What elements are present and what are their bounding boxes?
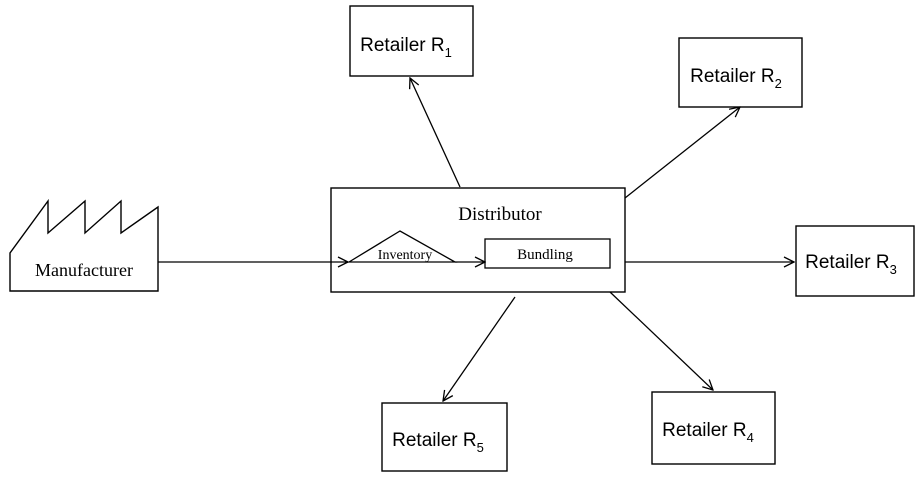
manufacturer-label: Manufacturer [35, 260, 133, 280]
distributor-title: Distributor [458, 204, 542, 225]
bundling-label: Bundling [517, 247, 573, 263]
arrow-to-retailer-r2 [624, 107, 740, 199]
arrow-to-retailer-r1 [410, 78, 461, 188]
retailer-r5: Retailer R5 [381, 402, 508, 472]
retailer-box [349, 5, 474, 77]
retailer-label: Retailer R4 [662, 420, 754, 445]
arrow-to-retailer-r5 [443, 296, 516, 401]
retailer-label: Retailer R2 [690, 66, 782, 91]
retailer-label: Retailer R3 [805, 252, 897, 277]
distributor-box [330, 187, 626, 293]
inventory-label: Inventory [378, 248, 432, 263]
retailer-label: Retailer R1 [360, 35, 452, 60]
factory-icon [9, 198, 159, 292]
retailer-r4: Retailer R4 [651, 391, 776, 465]
arrow-to-retailer-r4 [609, 291, 713, 390]
retailer-box [381, 402, 508, 472]
distributor-node: Distributor Inventory Bundling [330, 187, 626, 293]
flow-arrows [158, 78, 794, 401]
retailer-label: Retailer R5 [392, 430, 484, 455]
retailer-r3: Retailer R3 [795, 225, 915, 297]
retailer-r2: Retailer R2 [678, 37, 803, 108]
retailer-box [651, 391, 776, 465]
bundling-box [484, 238, 611, 269]
retailer-r1: Retailer R1 [349, 5, 474, 77]
inventory-triangle [346, 230, 458, 263]
manufacturer-node: Manufacturer [9, 198, 159, 292]
retailer-box [795, 225, 915, 297]
